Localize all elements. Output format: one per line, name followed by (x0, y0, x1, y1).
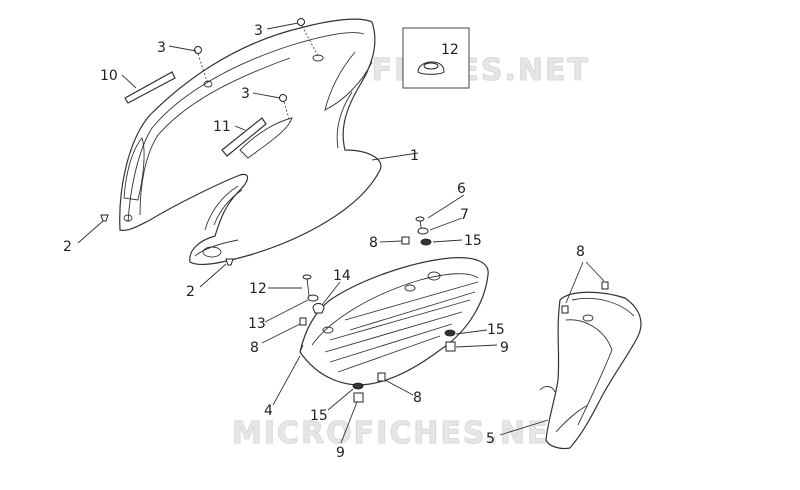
callout-15-b: 15 (487, 322, 505, 338)
callout-2-b: 2 (186, 284, 195, 300)
callout-3-a: 3 (157, 40, 166, 56)
callout-9-a: 9 (500, 340, 509, 356)
callout-9-b: 9 (336, 445, 345, 461)
callout-8-a: 8 (369, 235, 378, 251)
screw-3-b (297, 18, 319, 57)
callout-11: 11 (213, 119, 231, 135)
rear-side-panel (539, 281, 642, 450)
callout-1: 1 (410, 148, 419, 164)
trim-strip-11 (221, 117, 267, 157)
side-fairing-panel (119, 18, 382, 266)
washer-13 (307, 294, 319, 302)
callout-8-d: 8 (576, 244, 585, 260)
clip-nut-9-b (353, 392, 364, 403)
screw-3-a (194, 46, 209, 85)
callout-2-a: 2 (63, 239, 72, 255)
washer-15-b (444, 329, 456, 337)
callout-7: 7 (460, 207, 469, 223)
washer-7 (417, 227, 429, 235)
callout-14: 14 (333, 268, 351, 284)
callout-4: 4 (264, 403, 273, 419)
callout-12-b: 12 (249, 281, 267, 297)
callout-12-a: 12 (441, 42, 459, 58)
callout-15-c: 15 (310, 408, 328, 424)
clip-nut-9-a (445, 341, 456, 352)
leader-lines (77, 22, 605, 444)
callout-6: 6 (457, 181, 466, 197)
grommet-inset-box (402, 27, 470, 89)
callout-labels: 1 2 2 3 3 3 4 5 6 7 8 8 8 8 9 9 10 11 12… (63, 23, 585, 461)
clip-2-a (100, 214, 109, 222)
trim-strip-10 (124, 71, 176, 104)
clip-2-b (225, 258, 234, 266)
grommet-14 (312, 303, 325, 314)
callout-8-b: 8 (250, 340, 259, 356)
watermark-bottom: MICROFICHES.NET (232, 416, 572, 451)
spacer-8-c (377, 372, 386, 382)
callout-15-a: 15 (464, 233, 482, 249)
callout-10: 10 (100, 68, 118, 84)
bolt-12 (302, 274, 312, 297)
callout-3-c: 3 (241, 86, 250, 102)
callout-3-b: 3 (254, 23, 263, 39)
spacer-8-b (299, 317, 307, 326)
callout-13: 13 (248, 316, 266, 332)
lower-belly-panel (299, 257, 489, 386)
callout-5: 5 (486, 431, 495, 447)
washer-15-c (352, 382, 364, 390)
spacer-8-a (401, 236, 410, 245)
washer-15-a (420, 238, 432, 246)
callout-8-c: 8 (413, 390, 422, 406)
